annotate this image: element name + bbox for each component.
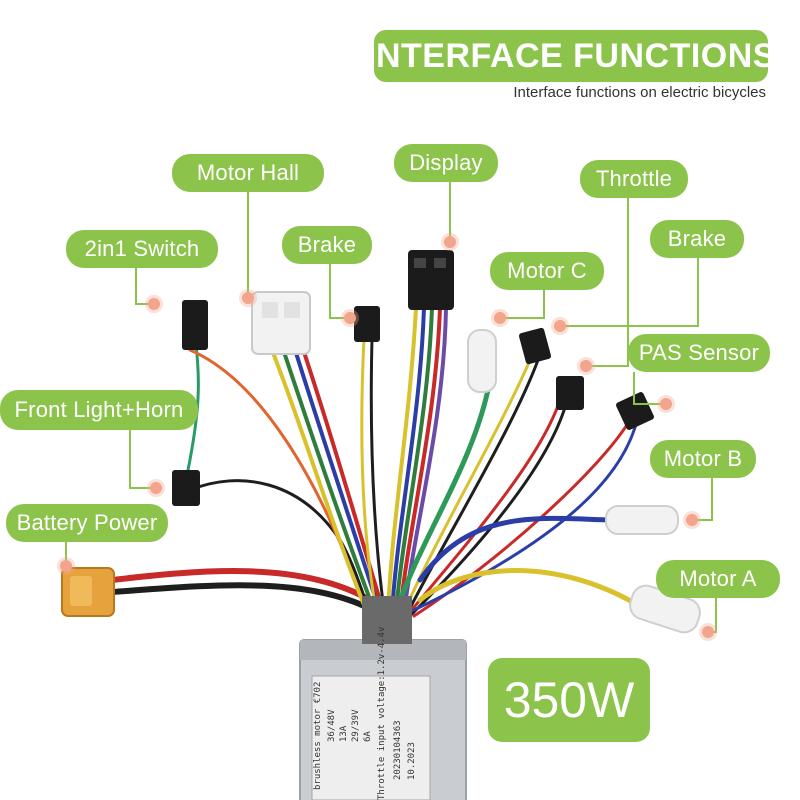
motor-c-green-wire xyxy=(393,387,491,615)
label-motor-b: Motor B xyxy=(650,440,756,478)
brake-right-black-wire xyxy=(406,358,540,614)
controller-label-text: brushless motor €702 36/48V 13A 29/39V 6… xyxy=(313,627,417,800)
power-badge: 350W xyxy=(488,658,650,742)
dot-pas-sensor xyxy=(660,398,672,410)
dot-front-light-horn xyxy=(150,482,162,494)
label-brake-right: Brake xyxy=(650,220,744,258)
display-red-wire xyxy=(398,306,442,614)
connector-group xyxy=(61,250,701,634)
display-pin-b xyxy=(434,258,446,268)
controller-line-3: 13A xyxy=(339,725,349,742)
dot-motor-b xyxy=(686,514,698,526)
hall-red-wire xyxy=(298,338,386,616)
wire-bundle xyxy=(109,306,639,622)
label-throttle: Throttle xyxy=(580,160,688,198)
label-motor-c: Motor C xyxy=(490,252,604,290)
dot-battery-power xyxy=(60,560,72,572)
page-title: INTERFACE FUNCTIONS xyxy=(366,30,775,82)
dot-brake-right xyxy=(554,320,566,332)
label-brake-left: Brake xyxy=(282,226,372,264)
leader-brake-left xyxy=(329,260,350,319)
controller-top-fins xyxy=(300,640,466,660)
motor-hall-pin-a xyxy=(262,302,278,318)
label-motor-hall: Motor Hall xyxy=(172,154,324,192)
controller-line-8: 10.2023 xyxy=(407,742,417,780)
dot-2in1-switch xyxy=(148,298,160,310)
switch-green-wire xyxy=(186,343,200,472)
controller-wire-grommet xyxy=(362,596,412,644)
pas-connector xyxy=(616,392,654,430)
switch-connector xyxy=(182,300,208,350)
throttle-red-wire xyxy=(408,398,562,614)
controller-label-plate xyxy=(311,675,431,800)
controller-line-7: 20230104363 xyxy=(393,720,403,780)
battery-black-wire xyxy=(109,582,379,615)
controller-line-6: Throttle input voltage:1.2v-4.4v xyxy=(377,627,387,800)
leader-brake-right xyxy=(560,258,699,327)
hall-green-wire xyxy=(278,338,376,612)
light-black-wire xyxy=(188,479,374,622)
leader-pas-sensor xyxy=(633,372,664,405)
display-green-wire xyxy=(394,306,434,614)
controller-line-2: 36/48V xyxy=(327,709,337,742)
leader-motor-c xyxy=(500,288,545,319)
hall-blue-wire xyxy=(290,338,382,614)
motor-hall-pin-b xyxy=(284,302,300,318)
brake-left-connector xyxy=(354,306,380,342)
display-blue-wire xyxy=(390,306,426,614)
motor-b-connector xyxy=(605,505,679,535)
label-battery-power: Battery Power xyxy=(6,504,168,542)
motor-b-blue-wire xyxy=(417,515,613,583)
hall-yellow-wire xyxy=(266,338,368,612)
display-yellow-wire xyxy=(386,306,418,614)
throttle-connector xyxy=(556,376,584,410)
pas-blue-wire xyxy=(412,422,638,612)
motor-c-connector xyxy=(467,329,497,393)
controller-box xyxy=(299,596,467,800)
battery-red-wire xyxy=(109,568,373,603)
dot-motor-a xyxy=(702,626,714,638)
motor-a-yellow-wire xyxy=(417,568,639,607)
controller-line-4: 29/39V xyxy=(351,709,361,742)
front-light-connector xyxy=(172,470,200,506)
motor-hall-connector xyxy=(251,291,311,355)
dot-motor-c xyxy=(494,312,506,324)
leader-front-light xyxy=(129,430,156,489)
dot-display xyxy=(444,236,456,248)
dot-throttle xyxy=(580,360,592,372)
page-subtitle: Interface functions on electric bicycles xyxy=(513,84,766,101)
controller-line-1: brushless motor €702 xyxy=(313,682,323,790)
battery-xt60-face xyxy=(70,576,92,606)
label-pas-sensor: PAS Sensor xyxy=(628,334,770,372)
brake-left-black-wire xyxy=(369,336,386,612)
label-2in1-switch: 2in1 Switch xyxy=(66,230,218,268)
label-motor-a: Motor A xyxy=(656,560,780,598)
leader-throttle xyxy=(586,196,629,367)
label-front-light-horn: Front Light+Horn xyxy=(0,390,198,430)
dot-motor-hall xyxy=(242,292,254,304)
controller-line-5: 6A xyxy=(363,731,373,742)
dot-brake-left xyxy=(344,312,356,324)
label-display: Display xyxy=(394,144,498,182)
brake-left-yellow-wire xyxy=(360,336,378,612)
leader-lines xyxy=(65,180,717,633)
brake-right-connector xyxy=(518,327,552,365)
display-pin-a xyxy=(414,258,426,268)
